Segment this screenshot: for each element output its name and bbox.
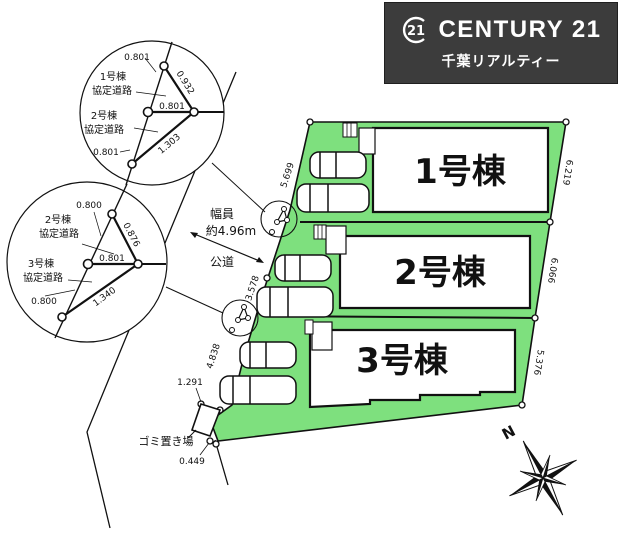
car-icon	[296, 183, 370, 213]
building-1-label: 1号棟	[414, 152, 507, 192]
garbage-area-label: ゴミ置き場	[139, 434, 194, 448]
car-icon	[219, 375, 297, 405]
detail-bottom-dim-bottom: 0.800	[31, 297, 57, 307]
road-near-edge	[214, 439, 229, 486]
car-icon	[239, 341, 297, 369]
compass-north-label: N	[499, 422, 519, 444]
dim-front-5: 0.449	[179, 457, 205, 467]
century21-logo: 21 CENTURY 21 千葉リアルティー	[384, 2, 618, 84]
detail-top-dim-bottom: 0.801	[93, 148, 119, 158]
brand-name: CENTURY 21	[438, 16, 602, 43]
building-2-label: 2号棟	[394, 253, 487, 293]
road-width-arrow	[190, 232, 264, 263]
detail-top-label-b2: 協定道路	[84, 123, 124, 136]
detail-top-dim-top: 0.801	[124, 53, 150, 63]
detail-circle-top	[79, 40, 225, 186]
garbage-area	[187, 403, 222, 439]
dim-front-3: 4.838	[205, 342, 223, 370]
brand-row: 21 CENTURY 21	[385, 13, 617, 47]
parking-cars	[219, 151, 370, 405]
car-icon	[309, 151, 367, 179]
century21-mark-icon: 21	[400, 15, 430, 45]
detail-bottom-label-b1: 3号棟	[28, 257, 54, 270]
building-3-label: 3号棟	[356, 341, 449, 381]
compass-icon	[509, 440, 577, 516]
building-3	[304, 319, 517, 409]
detail-top-dim-mid: 0.801	[159, 102, 185, 112]
road-type-label: 公道	[210, 255, 234, 269]
dim-rear-3: 5.376	[531, 349, 545, 376]
detail-bottom-label-a2: 協定道路	[39, 227, 79, 240]
detail-callout-small-1	[260, 200, 298, 238]
dim-rear-2: 6.066	[545, 257, 559, 284]
svg-text:21: 21	[407, 24, 425, 39]
detail-top-label-a2: 協定道路	[92, 84, 132, 97]
detail-top-label-b1: 2号棟	[91, 109, 117, 122]
road-width-label-2: 約4.96m	[206, 223, 256, 238]
dim-front-4: 1.291	[177, 378, 203, 388]
car-icon	[274, 254, 332, 282]
detail-top-label-a1: 1号棟	[100, 70, 126, 83]
building-2	[313, 224, 532, 310]
road-width-label-1: 幅員	[210, 206, 234, 221]
car-icon	[256, 286, 334, 318]
detail-bottom-label-a1: 2号棟	[45, 213, 71, 226]
company-name: 千葉リアルティー	[441, 54, 561, 70]
detail-bottom-dim-top: 0.800	[76, 201, 102, 211]
building-1	[342, 122, 550, 214]
detail-bottom-dim-mid: 0.801	[99, 254, 125, 264]
detail-callout-small-2	[221, 299, 259, 337]
dim-front-1: 5.699	[279, 161, 297, 189]
dim-rear-1: 6.219	[560, 159, 574, 186]
detail-circle-bottom	[6, 181, 168, 343]
detail-bottom-label-b2: 協定道路	[23, 271, 63, 284]
